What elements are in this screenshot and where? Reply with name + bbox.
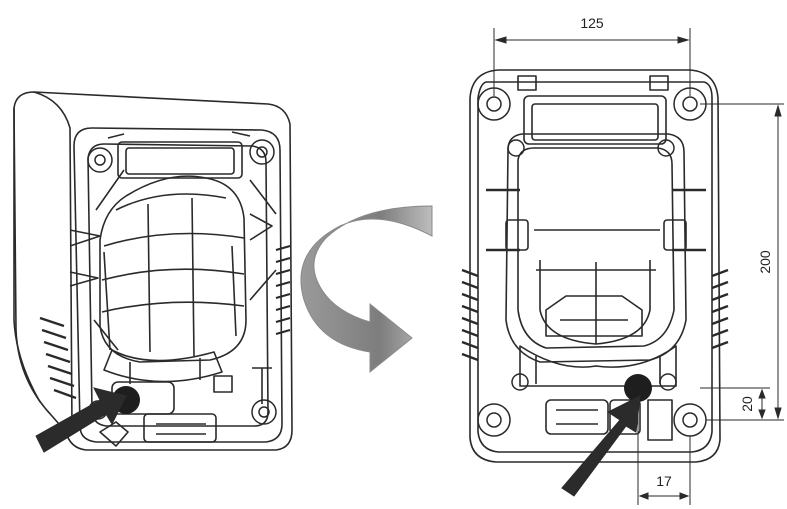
dimension-lines [493,28,784,505]
dimension-offset-bottom-label: 17 [656,473,672,489]
dimension-width-label: 125 [580,15,604,31]
pointer-arrow-right-icon [561,395,641,497]
dimension-offset-right-label: 20 [739,396,755,412]
pump-housing-perspective [13,91,293,451]
pointer-arrow-left-icon [35,387,127,453]
dimension-height-label: 200 [757,250,773,274]
drain-plug-icon-right [624,374,652,402]
pump-housing-front-view [461,69,729,463]
rotate-arrow-icon [300,205,433,374]
